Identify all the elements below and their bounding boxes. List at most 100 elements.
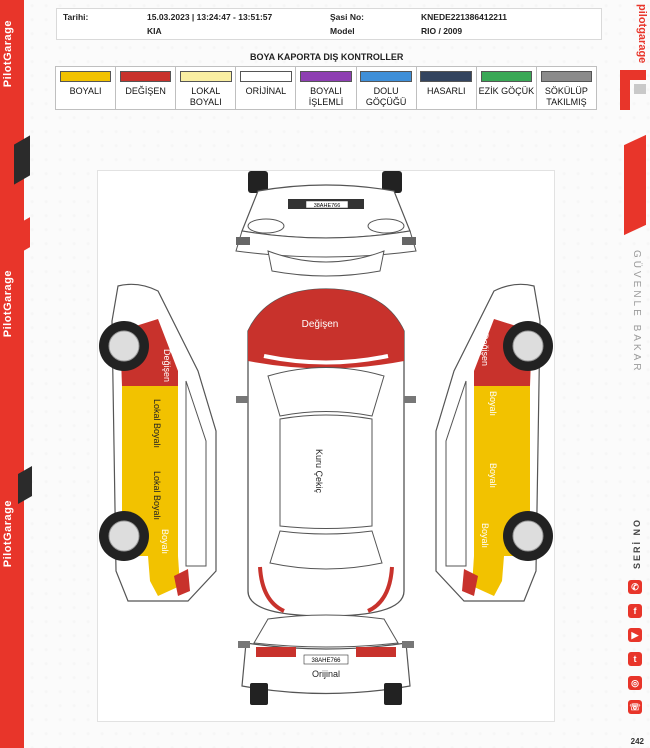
top-view: Değişen Kuru Çekiç — [236, 288, 416, 617]
rear-light-left — [258, 566, 285, 613]
front-view: 38AHE766 — [235, 171, 417, 277]
left-rear-fender-painted — [148, 556, 180, 596]
legend-label: DEĞİŞEN — [125, 86, 166, 96]
brand-name: pilotgarage — [636, 4, 648, 64]
front-plate-box — [305, 200, 349, 209]
top-mirror-left — [236, 396, 248, 403]
right-rear-door-label: Boyalı — [488, 463, 498, 488]
left-front-door-local-painted — [122, 386, 178, 463]
front-bumper — [267, 250, 385, 277]
brand-name: PilotGarage — [2, 270, 14, 338]
legend-swatch — [540, 71, 593, 82]
decorative-stripe — [624, 134, 646, 236]
legend-swatch — [240, 71, 292, 82]
front-plate: 38AHE766 — [314, 203, 341, 209]
brand-tagline: GÜVENLE BAKAR — [631, 250, 642, 374]
legend-swatch — [119, 71, 172, 82]
rear-plate: 38AHE766 — [311, 658, 341, 664]
legend-title: BOYA KAPORTA DIŞ KONTROLLER — [250, 52, 404, 62]
right-rear-rim — [512, 520, 544, 552]
page-number: 242 — [630, 737, 644, 746]
legend-item: LOKAL BOYALI — [175, 67, 235, 109]
roof-label: Kuru Çekiç — [314, 449, 324, 494]
right-front-rim — [512, 330, 544, 362]
legend-label: HASARLI — [426, 86, 466, 96]
front-side-mirror-right — [402, 237, 416, 245]
legend-swatch — [300, 71, 352, 82]
headset-icon[interactable]: ☏ — [628, 700, 642, 714]
legend-label: LOKAL BOYALI — [189, 86, 222, 107]
legend-item: HASARLI — [415, 67, 476, 109]
serial-label: SERİ NO — [632, 518, 642, 570]
youtube-icon[interactable]: ▶ — [628, 628, 642, 642]
rear-lamp-left — [256, 647, 296, 657]
left-side-view: Değişen Lokal Boyalı Lokal Boyalı Boyalı — [99, 283, 217, 602]
right-front-door-label: Boyalı — [488, 391, 498, 416]
model-label: Model — [330, 26, 355, 36]
front-mirror-left — [248, 171, 268, 193]
rear-view: 38AHE766 Orijinal — [238, 614, 414, 705]
decorative-stripe — [20, 217, 30, 253]
left-rear-rim — [108, 520, 140, 552]
legend-item: BOYALI — [56, 67, 115, 109]
legend-label: EZİK GÖÇÜK — [478, 86, 535, 96]
legend-item: DOLU GÖÇÜĞÜ — [355, 67, 416, 109]
rear-mirror-left — [238, 641, 250, 648]
car-damage-diagram: 38AHE766 Değişen Kuru Çekiç — [97, 170, 555, 722]
vehicle-info-table: Tarihi: 15.03.2023 | 13:24:47 - 13:51:57… — [56, 8, 602, 40]
brand-name: PilotGarage — [2, 20, 14, 88]
hood-changed-area — [248, 289, 404, 369]
rear-window — [253, 614, 399, 648]
left-front-door-label: Lokal Boyalı — [152, 399, 162, 448]
facebook-icon[interactable]: f — [628, 604, 642, 618]
rear-label: Orijinal — [312, 669, 340, 679]
rear-light-right — [367, 566, 394, 613]
top-mirror-right — [404, 396, 416, 403]
front-headlight-right — [367, 218, 405, 234]
date-value: 15.03.2023 | 13:24:47 - 13:51:57 — [147, 12, 273, 22]
legend-swatch — [420, 71, 473, 82]
legend-label: BOYALI İŞLEMLİ — [308, 86, 344, 107]
car-diagram-svg: 38AHE766 Değişen Kuru Çekiç — [99, 171, 553, 705]
rear-mirror-right — [402, 641, 414, 648]
right-windows — [445, 380, 467, 567]
right-rear-fender-label: Boyalı — [480, 523, 490, 548]
right-brand-strip: pilotgarage GÜVENLE BAKAR SERİ NO ✆ f ▶ … — [616, 0, 650, 748]
brand-value: KIA — [147, 26, 162, 36]
legend-swatch — [360, 71, 412, 82]
model-value: RIO / 2009 — [421, 26, 463, 36]
right-front-door-painted — [474, 386, 530, 463]
legend-item: DEĞİŞEN — [115, 67, 175, 109]
legend-swatch — [179, 71, 232, 82]
top-windshield — [267, 367, 385, 417]
rear-wheel-left — [250, 683, 268, 705]
front-mirror-right — [382, 171, 402, 193]
legend-swatch — [480, 71, 533, 82]
legend-swatch — [59, 71, 112, 82]
left-front-rim — [108, 330, 140, 362]
right-rear-fender-painted — [472, 556, 504, 596]
chassis-label: Şasi No: — [330, 12, 365, 22]
left-brand-strip: PilotGarage PilotGarage PilotGarage — [0, 0, 24, 748]
twitter-icon[interactable]: t — [628, 652, 642, 666]
legend-item: SÖKÜLÜP TAKILMIŞ — [535, 67, 596, 109]
left-front-fender-label: Değişen — [162, 349, 172, 382]
right-tail-light — [462, 569, 478, 596]
top-rear-window — [269, 530, 383, 570]
brand-name: PilotGarage — [2, 500, 14, 568]
legend-item: BOYALI İŞLEMLİ — [295, 67, 355, 109]
whatsapp-icon[interactable]: ✆ — [628, 580, 642, 594]
left-windows — [185, 380, 207, 567]
legend-label: DOLU GÖÇÜĞÜ — [365, 86, 407, 107]
legend-label: BOYALI — [69, 86, 102, 96]
hood-edge — [263, 354, 389, 365]
right-front-fender-label: Değişen — [480, 333, 490, 366]
front-headlight-left — [247, 218, 285, 234]
chassis-value: KNEDE221386412211 — [421, 12, 508, 22]
left-tail-light — [174, 569, 190, 596]
instagram-icon[interactable]: ◎ — [628, 676, 642, 690]
left-rear-door-label: Lokal Boyalı — [152, 471, 162, 520]
brand-logo-icon — [620, 70, 646, 110]
legend-item: EZİK GÖÇÜK — [475, 67, 536, 109]
